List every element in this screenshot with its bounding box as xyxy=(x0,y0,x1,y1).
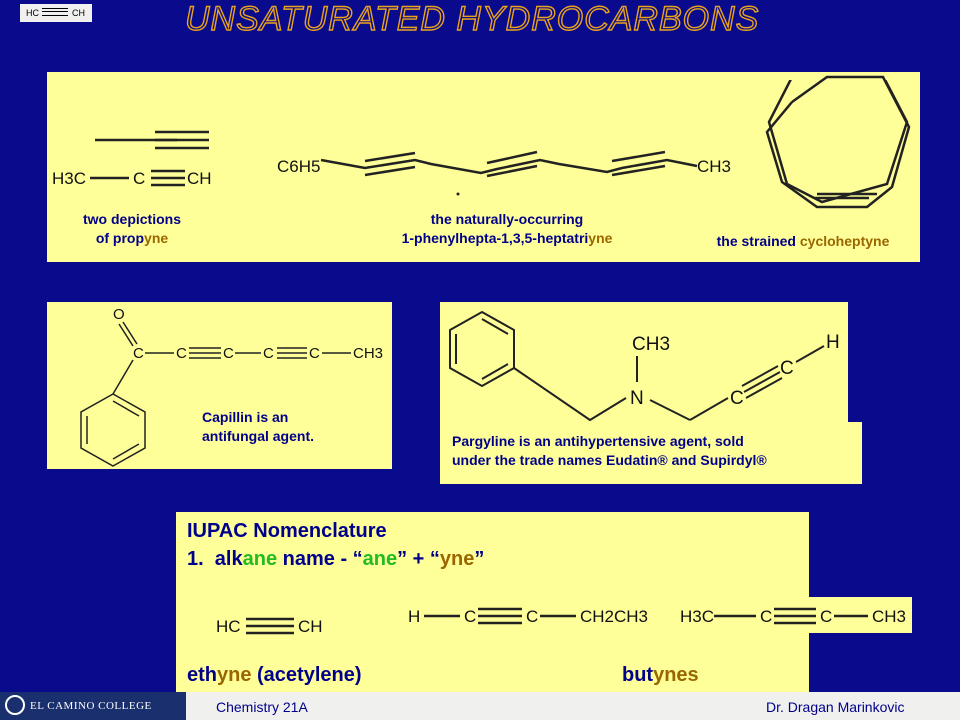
butyne2-c1: C xyxy=(760,607,772,626)
capillin-structure: O C C C C C CH3 xyxy=(80,306,383,467)
iupac-rule: 1. alkane name - “ane” + “yne” xyxy=(187,548,484,571)
pargyline-c1: C xyxy=(730,388,744,409)
butynes-label-hl: ynes xyxy=(653,664,699,686)
iupac-rule-ane: ane xyxy=(242,548,278,570)
corner-triple-bond xyxy=(42,8,68,16)
pargyline-n: N xyxy=(630,388,644,409)
butyne2-h3c: H3C xyxy=(680,607,714,626)
triyne-chain xyxy=(320,150,698,178)
pargyline-panel xyxy=(440,302,848,422)
corner-ch: CH xyxy=(72,8,85,18)
capillin-panel: O C C C C C CH3 Capillin is an antifunga… xyxy=(47,302,392,469)
cycloheptyne-ring xyxy=(767,72,909,204)
pargyline-c2: C xyxy=(780,358,794,379)
top-panel: H3C C CH C6H5 CH3 two xyxy=(47,72,920,262)
triyne-caption-line2: 1-phenylhepta-1,3,5-heptatri xyxy=(401,230,589,246)
iupac-rule-end: ” xyxy=(474,548,485,570)
top-structures: H3C C CH C6H5 CH3 xyxy=(52,72,917,209)
propyne-caption: two depictions of propyne xyxy=(57,210,207,248)
cycloheptyne-caption-highlight: cycloheptyne xyxy=(799,233,890,249)
butyne2-c2: C xyxy=(820,607,832,626)
butyne1-h: H xyxy=(408,607,420,626)
triyne-ch3: CH3 xyxy=(697,157,731,176)
college-seal-icon xyxy=(5,695,25,715)
slide-title: UNSATURATED HYDROCARBONS xyxy=(184,0,760,39)
propyne-caption-text: two depictions of prop xyxy=(83,211,181,246)
triyne-c6h5: C6H5 xyxy=(277,157,320,176)
capillin-ch3: CH3 xyxy=(353,345,383,362)
college-logo-text: EL CAMINO COLLEGE xyxy=(30,700,152,712)
capillin-c1: C xyxy=(133,345,144,362)
capillin-c4: C xyxy=(263,345,274,362)
butynes-label: butynes xyxy=(622,664,699,687)
iupac-rule-num: 1. alk xyxy=(187,548,243,570)
iupac-rule-yne: yne xyxy=(439,548,475,570)
capillin-c2: C xyxy=(176,345,187,362)
ethyne-label-post: (acetylene) xyxy=(251,664,362,686)
propyne-caption-highlight: yne xyxy=(144,230,169,246)
butynes-label-pre: but xyxy=(622,664,654,686)
triyne-caption: the naturally-occurring 1-phenylhepta-1,… xyxy=(347,210,667,248)
cycloheptyne-caption-text: the strained xyxy=(716,233,800,249)
capillin-c5: C xyxy=(309,345,320,362)
corner-ethyne-formula: HC CH xyxy=(20,4,92,22)
butyne1-c1: C xyxy=(464,607,476,626)
propyne-ch: CH xyxy=(187,169,212,188)
iupac-rule-ane2: ane xyxy=(362,548,398,570)
capillin-o: O xyxy=(113,306,125,323)
capillin-caption: Capillin is an antifungal agent. xyxy=(202,409,314,444)
iupac-structures: HC CH H C C CH2CH3 H3C C C CH3 xyxy=(216,607,906,636)
ethyne-ch: CH xyxy=(298,617,323,636)
iupac-heading: IUPAC Nomenclature xyxy=(187,520,387,542)
author-name: Dr. Dragan Marinkovic xyxy=(766,699,905,715)
capillin-c3: C xyxy=(223,345,234,362)
butyne1-c2: C xyxy=(526,607,538,626)
pargyline-caption-panel xyxy=(440,422,862,484)
corner-hc: HC xyxy=(26,8,39,18)
butyne2-ch3: CH3 xyxy=(872,607,906,626)
college-logo: EL CAMINO COLLEGE xyxy=(0,692,186,720)
propyne-h3c: H3C xyxy=(52,169,86,188)
course-name: Chemistry 21A xyxy=(216,699,308,715)
pargyline-structure: CH3 N C C H xyxy=(449,310,840,422)
ethyne-label-pre: eth xyxy=(187,664,217,686)
ethyne-hc: HC xyxy=(216,617,241,636)
ethyne-label: ethyne (acetylene) xyxy=(187,664,362,687)
triyne-caption-highlight: yne xyxy=(588,230,613,246)
pargyline-caption: Pargyline is an antihypertensive agent, … xyxy=(452,433,767,468)
pargyline-h: H xyxy=(826,332,840,353)
ethyne-label-hl: yne xyxy=(217,664,252,686)
butyne1-ch2ch3: CH2CH3 xyxy=(580,607,648,626)
iupac-rule-plus: ” + “ xyxy=(397,548,440,570)
triyne-caption-line1: the naturally-occurring xyxy=(430,211,584,227)
pargyline-ch3: CH3 xyxy=(632,334,670,355)
iupac-rule-mid: name - “ xyxy=(277,548,363,570)
cycloheptyne-caption: the strained cycloheptyne xyxy=(687,232,919,251)
propyne-skeletal xyxy=(95,130,209,150)
propyne-c: C xyxy=(133,169,145,188)
